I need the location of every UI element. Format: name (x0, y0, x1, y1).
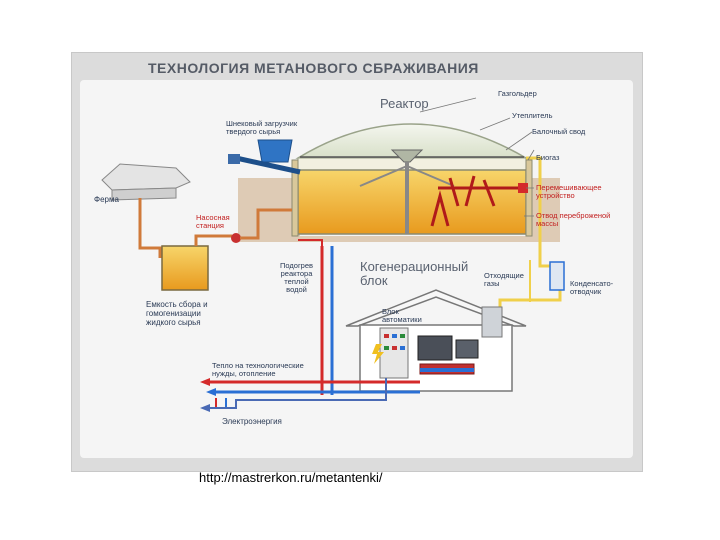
insulation-label: Утеплитель (512, 111, 553, 120)
mixing-device (430, 175, 520, 227)
reactor-heating-label: Подогрев реактора теплой водой (280, 261, 314, 294)
funnel (390, 149, 424, 163)
biogas-label: Биогаз (536, 153, 560, 162)
generator (455, 339, 479, 359)
insulation-wall-right (525, 159, 533, 237)
reactor-label: Реактор (380, 96, 429, 111)
insulation-wall-left (291, 159, 299, 237)
auger-loader (228, 139, 301, 175)
pump-to-reactor-pipe (240, 208, 292, 240)
earth-ground (238, 178, 560, 242)
heat-label: Тепло на технологические нужды, отоплени… (212, 361, 304, 378)
auger-loader-label: Шнековый загрузчик твердого сырья (226, 119, 298, 136)
gasholder-label: Газгольдер (498, 89, 537, 98)
condensate-trap (549, 261, 565, 291)
lightning-icon (372, 344, 384, 364)
collection-tank (161, 245, 209, 291)
mixing-device-label: Перемешивающее устройство (536, 183, 602, 200)
beam-vault-label: Балочный свод (532, 127, 586, 136)
tank-to-pump-pipe (194, 234, 232, 246)
automation-label: Блок автоматики (382, 307, 422, 324)
electricity-label: Электроэнергия (222, 417, 282, 426)
cogeneration-label: Когенерационный блок (360, 259, 469, 288)
mixer-motor (518, 183, 528, 193)
source-url[interactable]: http://mastrerkon.ru/metantenki/ (199, 470, 383, 485)
farm-building (101, 163, 191, 201)
digestate-outlet-label: Отвод переброженой массы (536, 211, 611, 228)
farm-label: Ферма (94, 195, 119, 204)
condensate-drain-label: Конденсато- отводчик (570, 279, 614, 296)
diagram-title: ТЕХНОЛОГИЯ МЕТАНОВОГО СБРАЖИВАНИЯ (148, 60, 479, 76)
gasholder-dome (295, 123, 529, 159)
pump (231, 233, 241, 243)
pump-station-label: Насосная станция (196, 213, 230, 230)
exhaust-gases-label: Отходящие газы (484, 271, 524, 288)
tank-label: Емкость сбора и гомогенизации жидкого сы… (146, 300, 208, 327)
farm-pipe (138, 198, 162, 258)
exhaust-box (481, 306, 503, 338)
electricity-line (208, 378, 387, 409)
engine (417, 335, 453, 361)
reactor-tank (291, 123, 533, 237)
